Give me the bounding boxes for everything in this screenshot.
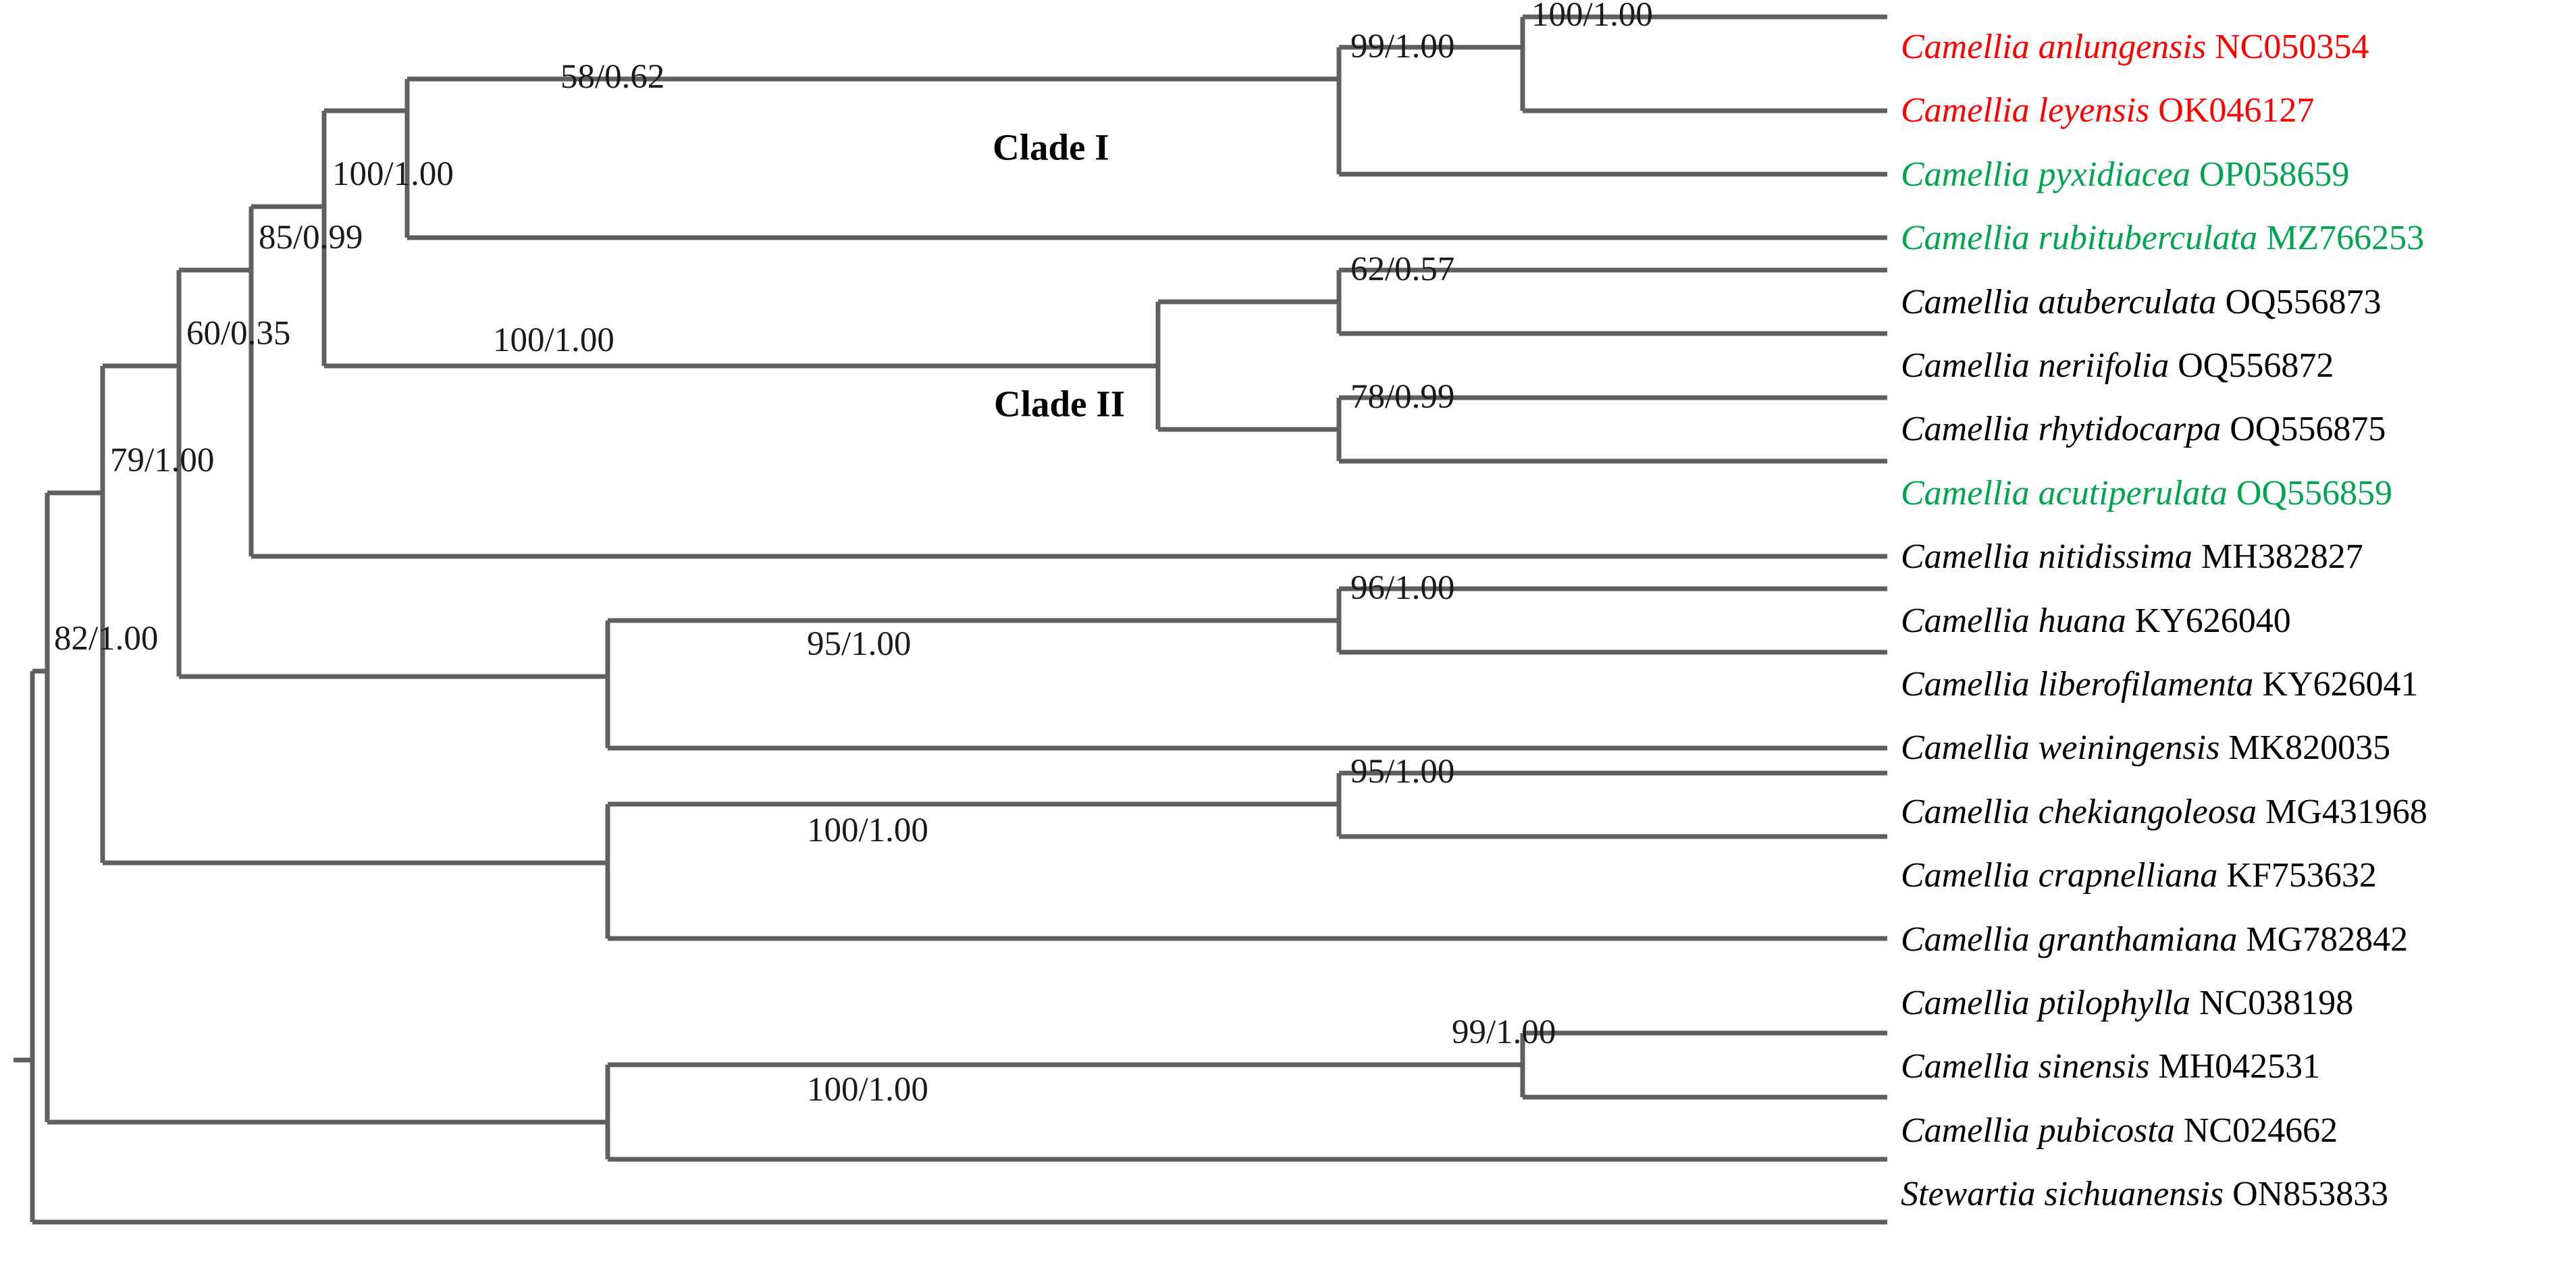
taxon-species-name: Camellia weiningensis — [1901, 729, 2220, 768]
taxon-accession-number: NC038198 — [2190, 984, 2354, 1022]
taxon-accession-number: NC024662 — [2174, 1111, 2338, 1150]
taxon-accession-number: ON853833 — [2224, 1175, 2389, 1214]
taxon-species-name: Camellia rhytidocarpa — [1901, 410, 2222, 449]
taxon-species-name: Camellia nitidissima — [1901, 537, 2192, 577]
clade-annotation-label: Clade I — [993, 126, 1109, 168]
taxon-species-name: Camellia sinensis — [1901, 1047, 2150, 1086]
taxon-accession-number: KY626040 — [2126, 601, 2291, 640]
taxon-species-name: Camellia acutiperulata — [1901, 473, 2228, 512]
taxon-label[interactable]: Camellia chekiangoleosa MG431968 — [1901, 792, 2427, 831]
node-support-label: 85/0.99 — [259, 219, 363, 257]
taxon-accession-number: OQ556859 — [2227, 473, 2392, 512]
node-support-label: 95/1.00 — [807, 625, 912, 663]
node-support-label: 62/0.57 — [1350, 250, 1455, 288]
taxon-species-name: Camellia anlungensis — [1901, 28, 2207, 66]
taxon-accession-number: KY626041 — [2253, 665, 2419, 704]
taxon-species-name: Camellia pyxidiacea — [1901, 155, 2190, 194]
taxon-label[interactable]: Camellia pubicosta NC024662 — [1901, 1113, 2338, 1148]
taxon-accession-number: NC050354 — [2206, 28, 2369, 66]
taxon-species-name: Camellia rubituberculata — [1901, 219, 2258, 258]
taxon-accession-number: OQ556873 — [2216, 282, 2382, 321]
node-support-label: 78/0.99 — [1350, 378, 1455, 416]
node-support-label: 100/1.00 — [332, 155, 454, 193]
taxon-label[interactable]: Camellia crapnelliana KF753632 — [1901, 858, 2377, 893]
taxon-label[interactable]: Camellia neriifolia OQ556872 — [1901, 348, 2334, 383]
taxon-label[interactable]: Camellia acutiperulata OQ556859 — [1901, 473, 2392, 512]
taxon-species-name: Camellia neriifolia — [1901, 346, 2170, 385]
taxon-accession-number: MH382827 — [2192, 537, 2363, 577]
node-support-label: 82/1.00 — [54, 620, 159, 658]
taxon-species-name: Camellia chekiangoleosa — [1901, 792, 2257, 831]
node-support-label: 99/1.00 — [1350, 28, 1455, 65]
taxon-accession-number: MH042531 — [2149, 1047, 2321, 1086]
node-support-label: 95/1.00 — [1350, 753, 1455, 791]
taxon-label[interactable]: Camellia granthamiana MG782842 — [1901, 922, 2408, 957]
taxon-accession-number: OK046127 — [2149, 91, 2315, 130]
taxon-accession-number: MK820035 — [2219, 729, 2391, 768]
node-support-label: 58/0.62 — [560, 58, 665, 96]
taxon-label[interactable]: Camellia weiningensis MK820035 — [1901, 731, 2390, 766]
taxon-species-name: Camellia atuberculata — [1901, 282, 2217, 321]
node-support-label: 100/1.00 — [1531, 0, 1653, 34]
node-support-label: 96/1.00 — [1350, 569, 1455, 607]
taxon-label[interactable]: Camellia ptilophylla NC038198 — [1901, 986, 2353, 1021]
taxon-species-name: Camellia liberofilamenta — [1901, 665, 2254, 704]
taxon-label[interactable]: Stewartia sichuanensis ON853833 — [1901, 1177, 2388, 1212]
taxon-label[interactable]: Camellia pyxidiacea OP058659 — [1901, 157, 2349, 192]
taxon-label[interactable]: Camellia liberofilamenta KY626041 — [1901, 667, 2418, 702]
node-support-label: 100/1.00 — [493, 321, 614, 359]
taxon-label[interactable]: Camellia rhytidocarpa OQ556875 — [1901, 412, 2386, 447]
taxon-label[interactable]: Camellia anlungensis NC050354 — [1901, 30, 2369, 65]
taxon-species-name: Stewartia sichuanensis — [1901, 1175, 2224, 1214]
node-support-label: 60/0.35 — [186, 315, 291, 352]
node-support-label: 100/1.00 — [807, 1071, 928, 1109]
taxon-species-name: Camellia leyensis — [1901, 91, 2150, 130]
clade-annotation-label: Clade II — [994, 383, 1126, 425]
taxon-label[interactable]: Camellia nitidissima MH382827 — [1901, 539, 2363, 575]
branch-layer — [14, 14, 1887, 1225]
taxon-accession-number: KF753632 — [2217, 856, 2377, 895]
taxon-species-name: Camellia ptilophylla — [1901, 984, 2190, 1022]
taxon-accession-number: MG782842 — [2237, 920, 2409, 959]
taxon-label[interactable]: Camellia huana KY626040 — [1901, 601, 2291, 640]
taxon-label[interactable]: Camellia leyensis OK046127 — [1901, 93, 2314, 128]
taxon-accession-number: OQ556875 — [2221, 410, 2386, 449]
taxon-label[interactable]: Camellia sinensis MH042531 — [1901, 1049, 2320, 1084]
taxon-species-name: Camellia crapnelliana — [1901, 856, 2218, 895]
taxon-label[interactable]: Camellia rubituberculata MZ766253 — [1901, 221, 2424, 256]
taxon-label[interactable]: Camellia atuberculata OQ556873 — [1901, 282, 2382, 321]
taxon-accession-number: OP058659 — [2190, 155, 2350, 194]
node-support-label: 100/1.00 — [807, 812, 928, 849]
taxon-accession-number: MZ766253 — [2257, 219, 2425, 258]
taxon-species-name: Camellia granthamiana — [1901, 920, 2238, 959]
taxon-species-name: Camellia pubicosta — [1901, 1111, 2175, 1150]
taxon-species-name: Camellia huana — [1901, 601, 2126, 640]
taxon-accession-number: OQ556872 — [2169, 346, 2334, 385]
taxon-accession-number: MG431968 — [2257, 792, 2427, 831]
node-support-label: 99/1.00 — [1452, 1013, 1556, 1051]
node-support-label: 79/1.00 — [110, 442, 215, 479]
